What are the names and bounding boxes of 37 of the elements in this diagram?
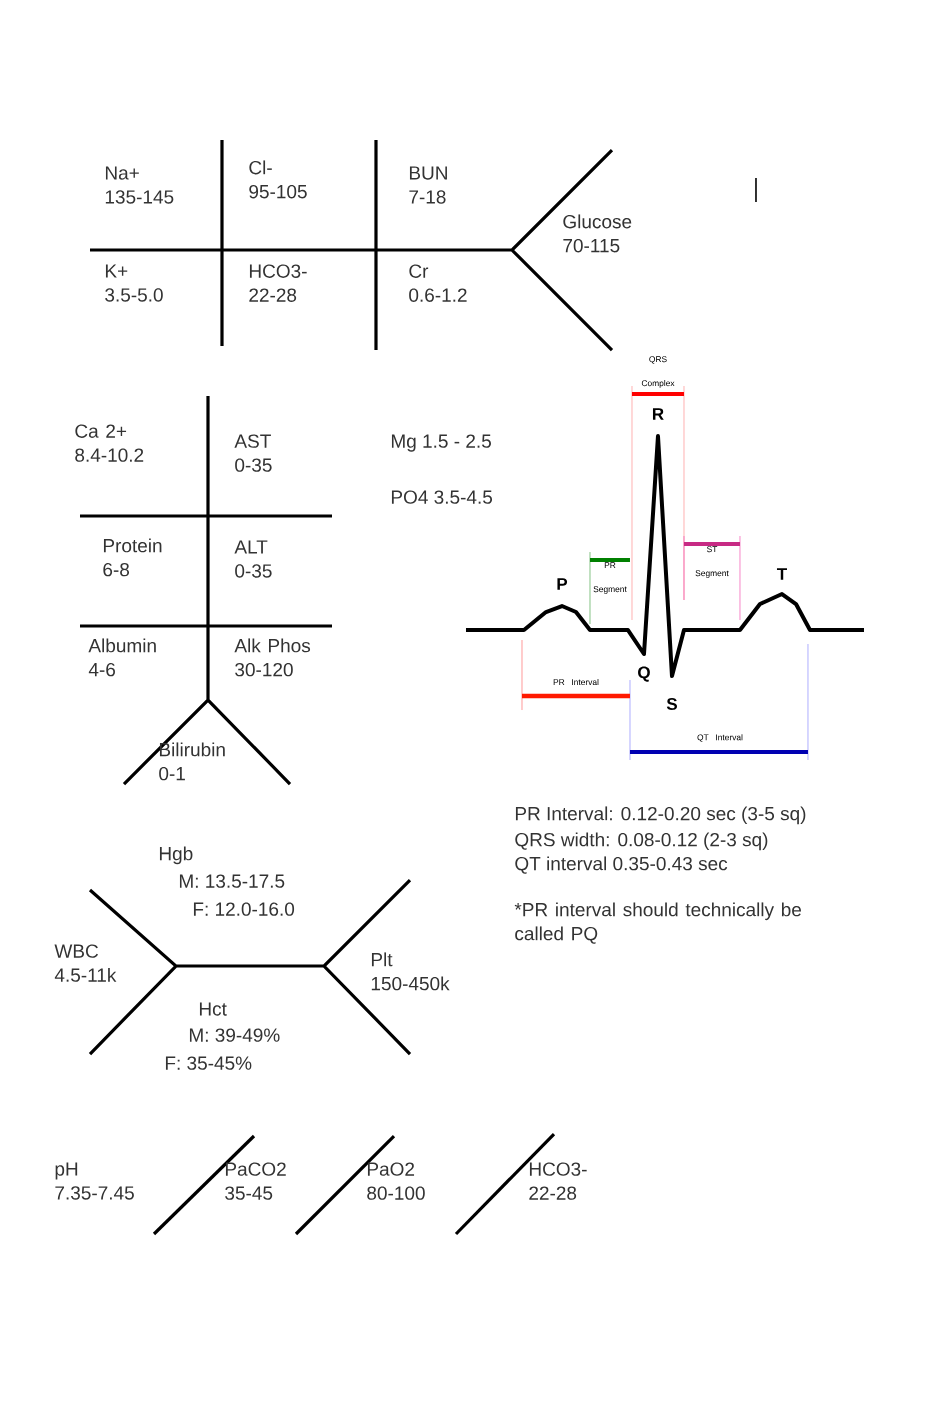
label-text: PO4 3.5-4.5 [391, 490, 493, 504]
label-text: *PR interval should technically be called PQ [514, 902, 801, 944]
label-text: Bilirubin 0-1 [159, 742, 225, 781]
label-text: Na+ 135-145 [105, 166, 174, 204]
label-text: Cr 0.6-1.2 [409, 264, 467, 302]
label-text: F: 35-45% [165, 1056, 252, 1070]
label-text: Alk Phos 30-120 [234, 638, 311, 677]
wave-letter: R [653, 408, 664, 420]
label-text: HCO3- 22-28 [529, 1162, 587, 1200]
wave-letter: T [777, 568, 787, 580]
label-text: AST 0-35 [234, 434, 272, 472]
label-text: Glucose 70-115 [563, 214, 632, 253]
label-text: Cl- 95-105 [249, 160, 307, 199]
label-text: pH 7.35-7.45 [55, 1162, 134, 1200]
label-text: QT interval 0.35-0.43 sec [515, 856, 728, 874]
label-text: K+ 3.5-5.0 [105, 264, 163, 302]
label-text: PR Interval: 0.12-0.20 sec (3-5 sq) [515, 806, 806, 825]
label-text: F: 12.0-16.0 [193, 902, 295, 916]
label-text: WBC 4.5-11k [54, 944, 117, 982]
label-text: QRS width: 0.08-0.12 (2-3 sq) [515, 832, 768, 851]
wave-letter: S [666, 698, 677, 710]
label-text: BUN 7-18 [409, 166, 447, 204]
wave-letter: P [557, 578, 568, 590]
label-text: Ca 2+ 8.4-10.2 [75, 424, 144, 462]
label-text: Protein 6-8 [103, 538, 162, 577]
label-text: M: 39-49% [189, 1028, 280, 1042]
label-text: Mg 1.5 - 2.5 [391, 434, 491, 452]
label-text: M: 13.5-17.5 [179, 874, 285, 888]
label-text: Albumin 4-6 [88, 638, 156, 677]
label-text: ALT 0-35 [234, 540, 272, 578]
label-text: Plt 150-450k [371, 952, 450, 991]
wave-letter: Q [638, 666, 650, 682]
label-text: PaO2 80-100 [367, 1162, 425, 1200]
label-text: Hct [199, 1002, 227, 1016]
label-text: PaCO2 35-45 [225, 1162, 286, 1200]
label-text: Hgb [159, 846, 193, 865]
label-text: HCO3- 22-28 [249, 264, 307, 302]
